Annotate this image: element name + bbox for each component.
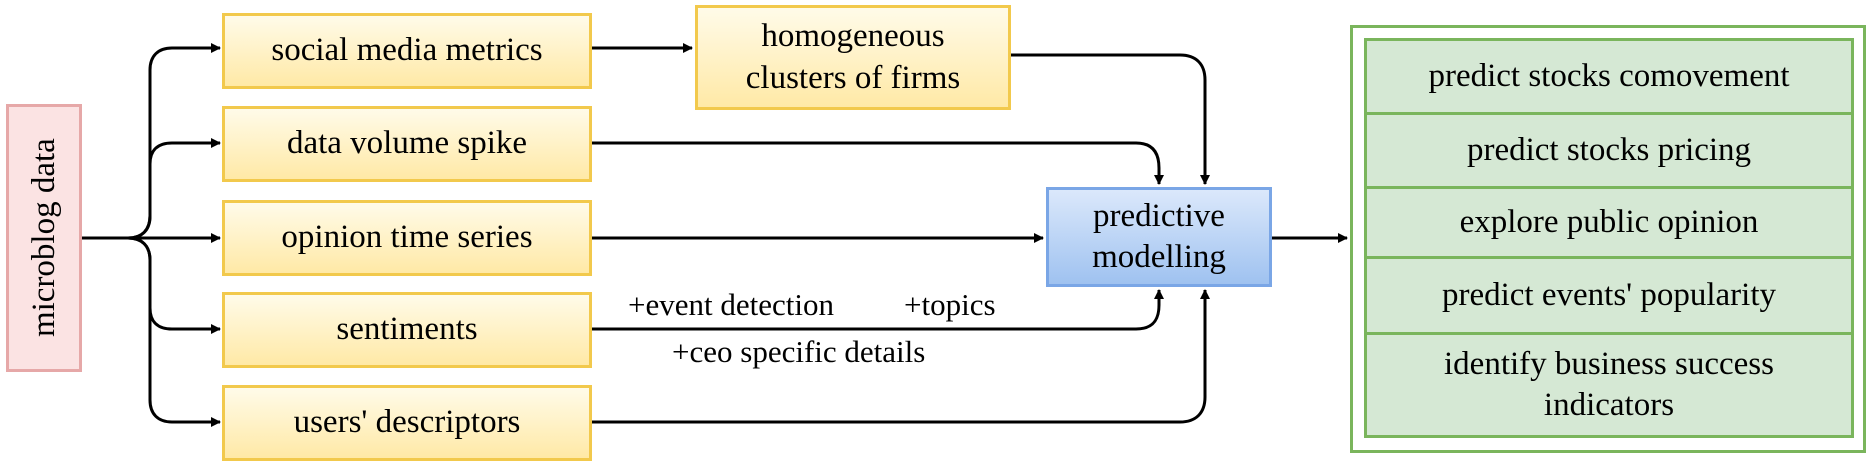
cluster-node-homogeneous-clusters: homogeneous clusters of firms bbox=[695, 5, 1011, 110]
outcome-item: identify business success indicators bbox=[1444, 345, 1774, 423]
clusters-to-model-arrow bbox=[1011, 53, 1210, 185]
branch-users-arrow bbox=[127, 236, 221, 427]
edge-label-event-detection: +event detection bbox=[628, 287, 834, 322]
model-node-predictive-modelling: predictive modelling bbox=[1046, 187, 1272, 287]
model-node-label: predictive modelling bbox=[1092, 197, 1226, 275]
outcomes-list: predict stocks comovement predict stocks… bbox=[1364, 38, 1854, 438]
outcome-item: explore public opinion bbox=[1367, 189, 1851, 259]
edge-label-ceo-details: +ceo specific details bbox=[672, 334, 926, 369]
feature-node-label: data volume spike bbox=[286, 125, 528, 162]
outcome-item: predict events' popularity bbox=[1367, 259, 1851, 335]
branch-sentiments-arrow bbox=[127, 236, 221, 334]
outcome-item: predict stocks pricing bbox=[1367, 115, 1851, 189]
cluster-node-label: homogeneous clusters of firms bbox=[745, 18, 961, 96]
feature-node-sentiments: sentiments bbox=[222, 292, 592, 368]
branch-volume-arrow bbox=[127, 138, 221, 240]
feature-node-label: users' descriptors bbox=[293, 404, 521, 441]
feature-node-label: sentiments bbox=[336, 311, 478, 348]
users-to-model-arrow bbox=[592, 289, 1210, 424]
feature-node-data-volume-spike: data volume spike bbox=[222, 106, 592, 182]
feature-node-social-media-metrics: social media metrics bbox=[222, 13, 592, 89]
edge-label-topics: +topics bbox=[904, 287, 996, 322]
sentiments-to-model-arrow bbox=[592, 289, 1164, 331]
volume-to-model-arrow bbox=[592, 141, 1164, 185]
feature-node-opinion-time-series: opinion time series bbox=[222, 200, 592, 276]
outcome-item: predict stocks comovement bbox=[1367, 41, 1851, 115]
source-node-microblog-data: microblog data bbox=[6, 104, 82, 372]
feature-node-label: social media metrics bbox=[271, 32, 543, 69]
feature-node-label: opinion time series bbox=[281, 219, 533, 256]
feature-node-users-descriptors: users' descriptors bbox=[222, 385, 592, 461]
source-node-label: microblog data bbox=[25, 138, 62, 338]
